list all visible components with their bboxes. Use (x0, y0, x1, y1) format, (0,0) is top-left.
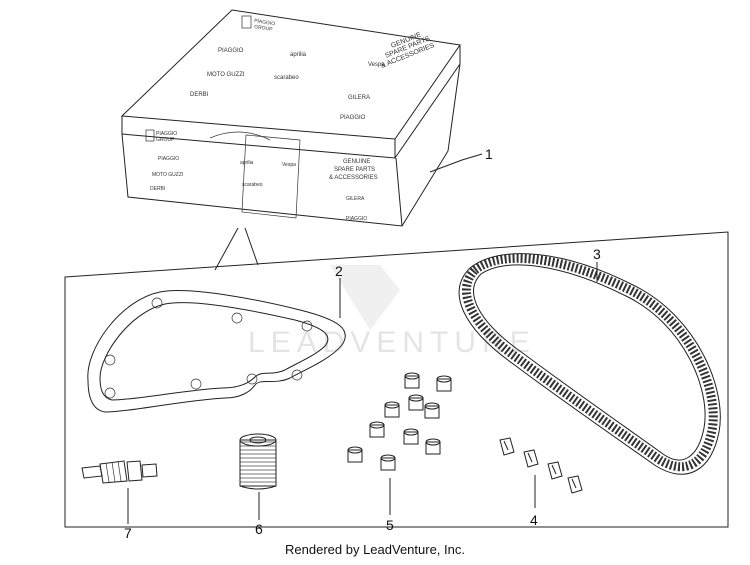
side-heading-line3: & ACCESSORIES (329, 175, 378, 181)
air-filter (87, 290, 346, 413)
side-logo-4: MOTO GUZZI (152, 172, 183, 178)
variator-sliders (499, 437, 583, 494)
drive-belt (458, 253, 721, 475)
spark-plug (81, 460, 158, 484)
side-brand-line1: PIAGGIO (156, 131, 177, 137)
top-logo-8: PIAGGIO (340, 115, 366, 121)
side-logo-7: GILERA (346, 196, 365, 202)
callout-1: 1 (485, 146, 493, 162)
side-brand-logo (145, 129, 155, 142)
top-logo-2: aprilia (290, 52, 307, 58)
watermark-text: LEADVENTURE (248, 326, 536, 359)
side-logo-8: PIAGGIO (346, 216, 367, 222)
side-logo-1: PIAGGIO (158, 156, 179, 162)
callout-5: 5 (386, 517, 394, 533)
kit-box: PIAGGIO GROUP GENUINE SPARE PARTS & ACCE… (120, 9, 461, 227)
watermark: LEADVENTURE (248, 265, 536, 359)
top-logo-4: MOTO GUZZI (207, 72, 245, 78)
callout-3: 3 (593, 246, 601, 262)
callout-6: 6 (255, 521, 263, 537)
oil-filter (239, 433, 277, 490)
top-logo-7: GILERA (348, 95, 370, 101)
side-logo-5: scarabeo (242, 182, 263, 188)
roller-weights (347, 372, 452, 471)
side-logo-2: aprilia (240, 160, 254, 166)
top-logo-5: scarabeo (274, 75, 299, 81)
callout-7: 7 (124, 525, 132, 541)
top-logo-6: DERBI (190, 92, 209, 98)
side-heading-line1: GENUINE (343, 159, 370, 165)
side-heading-line2: SPARE PARTS (334, 167, 375, 173)
top-logo-1: PIAGGIO (218, 48, 244, 54)
top-logo-3: Vespa (368, 62, 385, 68)
footer-credit: Rendered by LeadVenture, Inc. (285, 542, 465, 557)
callout-4: 4 (530, 512, 538, 528)
leader-lines (127, 153, 598, 524)
panel-leader (214, 227, 239, 271)
side-logo-6: DERBI (150, 186, 165, 192)
top-brand-logo (241, 15, 252, 29)
side-brand-line2: GROUP (156, 137, 175, 143)
callout-panel (64, 231, 729, 528)
top-brand-line1: PIAGGIO (254, 18, 276, 27)
side-logo-3: Vespa (282, 162, 296, 168)
callout-2: 2 (335, 263, 343, 279)
top-brand-line2: GROUP (254, 24, 274, 33)
